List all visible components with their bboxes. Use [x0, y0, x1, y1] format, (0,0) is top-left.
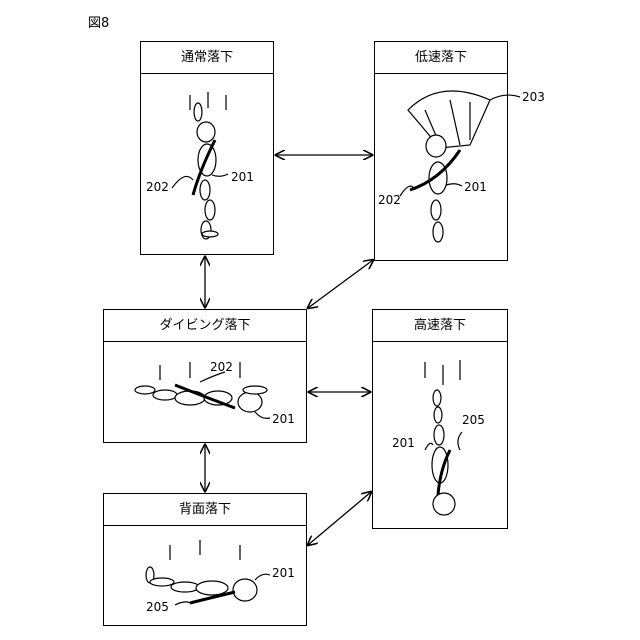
character-fast	[424, 360, 463, 516]
state-back-fall: 背面落下	[103, 493, 307, 626]
transition-arrow	[308, 260, 373, 308]
ref-201: 201	[231, 170, 254, 184]
ref-201: 201	[272, 412, 295, 426]
ref-202: 202	[146, 180, 169, 194]
ref-203: 203	[522, 90, 545, 104]
character-normal	[171, 92, 229, 240]
state-title: 低速落下	[375, 42, 507, 74]
state-fast-fall: 高速落下	[372, 309, 508, 529]
ref-205: 205	[462, 413, 485, 427]
ref-201: 201	[464, 180, 487, 194]
character-slow	[399, 90, 521, 243]
ref-201: 201	[392, 436, 415, 450]
ref-201: 201	[272, 566, 295, 580]
character-diving	[134, 362, 271, 419]
state-diving-fall: ダイビング落下	[103, 309, 307, 443]
character-back	[145, 540, 271, 606]
transition-arrow	[308, 492, 371, 545]
state-title: 背面落下	[104, 494, 306, 526]
state-slow-fall: 低速落下	[374, 41, 508, 261]
state-title: ダイビング落下	[104, 310, 306, 342]
ref-202: 202	[378, 193, 401, 207]
ref-202: 202	[210, 360, 233, 374]
ref-205: 205	[146, 600, 169, 614]
figure-label: 図8	[88, 16, 110, 31]
state-title: 高速落下	[373, 310, 507, 342]
state-title: 通常落下	[141, 42, 273, 74]
state-normal-fall: 通常落下	[140, 41, 274, 255]
